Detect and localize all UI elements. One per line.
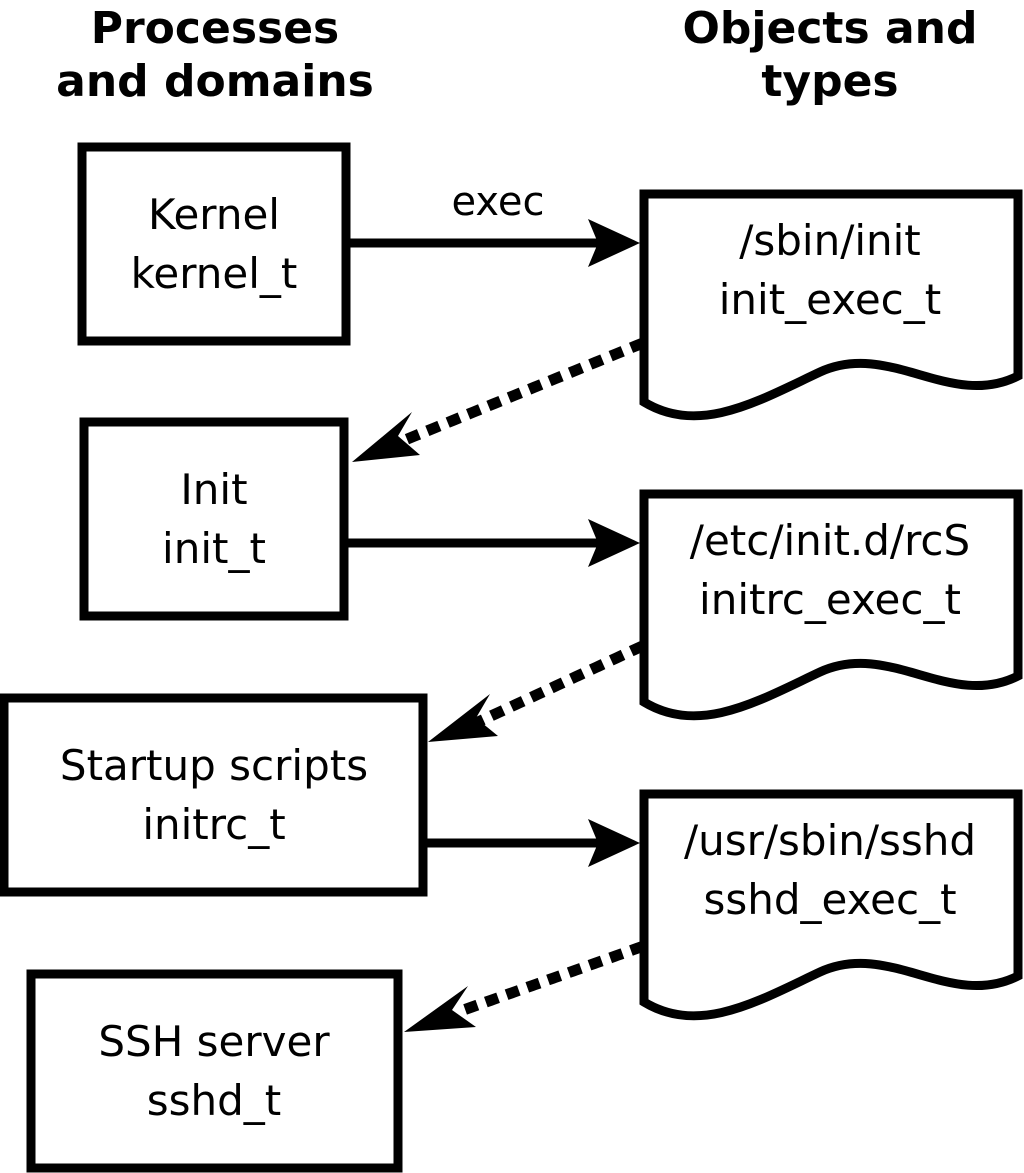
- node-box[interactable]: [77, 142, 351, 346]
- column-header-objects: Objects and types: [683, 3, 978, 107]
- process-node-kernel[interactable]: Kernel kernel_t: [77, 142, 351, 346]
- node-box[interactable]: [0, 693, 428, 897]
- node-document-shape[interactable]: [639, 789, 1023, 1021]
- node-label-line2: init_exec_t: [719, 275, 942, 324]
- arrow-head-icon: [352, 412, 420, 462]
- node-label-line1: /etc/init.d/rcS: [690, 516, 970, 565]
- node-label-line2: initrc_t: [142, 800, 285, 849]
- arrow-head-icon: [404, 986, 476, 1032]
- object-node-initrc-exec[interactable]: /etc/init.d/rcS initrc_exec_t: [639, 489, 1023, 721]
- node-document-shape[interactable]: [639, 189, 1023, 421]
- arrow-head-icon: [428, 694, 498, 742]
- node-label-line1: Startup scripts: [60, 741, 368, 790]
- node-label-line2: sshd_t: [147, 1076, 282, 1125]
- edge-line-dotted: [450, 940, 646, 1020]
- process-node-initrc[interactable]: Startup scripts initrc_t: [0, 693, 428, 897]
- arrow-head-icon: [588, 219, 640, 267]
- node-label-line2: initrc_exec_t: [699, 575, 961, 624]
- objects-header-line1: Objects and: [683, 3, 978, 54]
- arrow-head-icon: [588, 519, 640, 567]
- processes-header-line1: Processes: [91, 3, 340, 54]
- node-label-line2: sshd_exec_t: [703, 875, 956, 924]
- edge-line-dotted: [470, 640, 646, 730]
- edge-initrc-exec-transition-initrc: [428, 640, 646, 742]
- node-label-line1: Init: [180, 465, 247, 514]
- column-header-processes: Processes and domains: [56, 3, 374, 107]
- objects-header-line2: types: [761, 56, 898, 107]
- node-box[interactable]: [26, 969, 403, 1173]
- node-label-line2: kernel_t: [131, 249, 298, 298]
- node-label-line1: /sbin/init: [739, 216, 921, 265]
- process-node-init[interactable]: Init init_t: [79, 417, 349, 621]
- edge-sshd-exec-transition-sshd: [404, 940, 646, 1032]
- edge-line-dotted: [392, 337, 646, 450]
- edge-init-exec-transition-init: [352, 337, 646, 462]
- node-label-line2: init_t: [162, 524, 266, 573]
- arrow-head-icon: [588, 819, 640, 867]
- process-node-sshd[interactable]: SSH server sshd_t: [26, 969, 403, 1173]
- object-node-sshd-exec[interactable]: /usr/sbin/sshd sshd_exec_t: [639, 789, 1023, 1021]
- edge-label-exec: exec: [452, 179, 545, 225]
- edge-kernel-exec-init-exec: exec: [350, 179, 640, 267]
- node-document-shape[interactable]: [639, 489, 1023, 721]
- node-label-line1: SSH server: [98, 1017, 330, 1066]
- node-label-line1: Kernel: [148, 190, 280, 239]
- edge-initrc-exec-sshd-exec: [427, 819, 640, 867]
- node-label-line1: /usr/sbin/sshd: [684, 816, 976, 865]
- processes-header-line2: and domains: [56, 56, 374, 107]
- node-box[interactable]: [79, 417, 349, 621]
- edge-init-exec-initrc-exec: [348, 519, 640, 567]
- object-node-init-exec[interactable]: /sbin/init init_exec_t: [639, 189, 1023, 421]
